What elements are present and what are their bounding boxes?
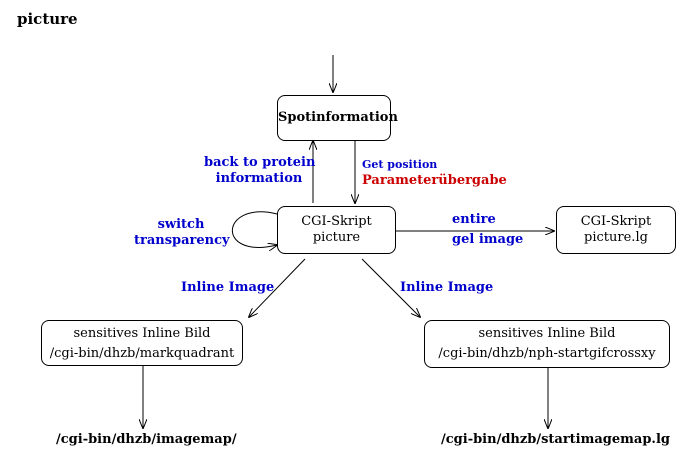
arrow-inline-left [249,258,306,317]
arrow-switch-loop [231,211,277,248]
node-cgi-skript-picture-lg: CGI-Skript picture.lg [556,206,676,254]
node-inline-right-line1: sensitives Inline Bild [478,326,616,341]
node-cgi-picture-lg-line2: picture.lg [584,230,648,245]
label-get-position: Get position [362,158,438,171]
node-cgi-picture-line2: picture [312,230,361,245]
node-spotinformation: Spotinformation [277,95,398,141]
label-back-to-protein: back to protein information [204,155,316,187]
label-inline-image-left: Inline Image [181,280,275,295]
label-back-line2: information [215,171,303,186]
node-inline-left: sensitives Inline Bild /cgi-bin/dhzb/mar… [41,320,243,366]
node-cgi-skript-picture: CGI-Skript picture [277,206,396,254]
diagram-title: picture [17,10,78,28]
arrow-inline-right [361,258,420,317]
node-spotinformation-label: Spotinformation [278,110,398,125]
node-inline-right-line2: /cgi-bin/dhzb/nph-startgifcrossxy [438,346,656,361]
node-cgi-picture-line1: CGI-Skript [301,214,372,229]
label-gel-image: gel image [452,232,524,247]
node-inline-left-line1: sensitives Inline Bild [73,326,211,341]
label-back-line1: back to protein [204,155,316,170]
target-startimagemap: /cgi-bin/dhzb/startimagemap.lg [441,432,670,447]
node-inline-right: sensitives Inline Bild /cgi-bin/dhzb/nph… [424,320,670,368]
node-cgi-picture-lg-line1: CGI-Skript [580,214,652,229]
node-inline-left-line2: /cgi-bin/dhzb/markquadrant [49,346,235,361]
label-entire: entire [452,212,496,227]
label-switch-line1: switch [157,217,205,232]
label-parameteruebergabe: Parameterübergabe [362,173,507,188]
label-switch-transparency: switch transparency [134,217,230,249]
target-imagemap: /cgi-bin/dhzb/imagemap/ [56,432,237,447]
label-inline-image-right: Inline Image [400,280,494,295]
label-switch-line2: transparency [134,233,230,248]
